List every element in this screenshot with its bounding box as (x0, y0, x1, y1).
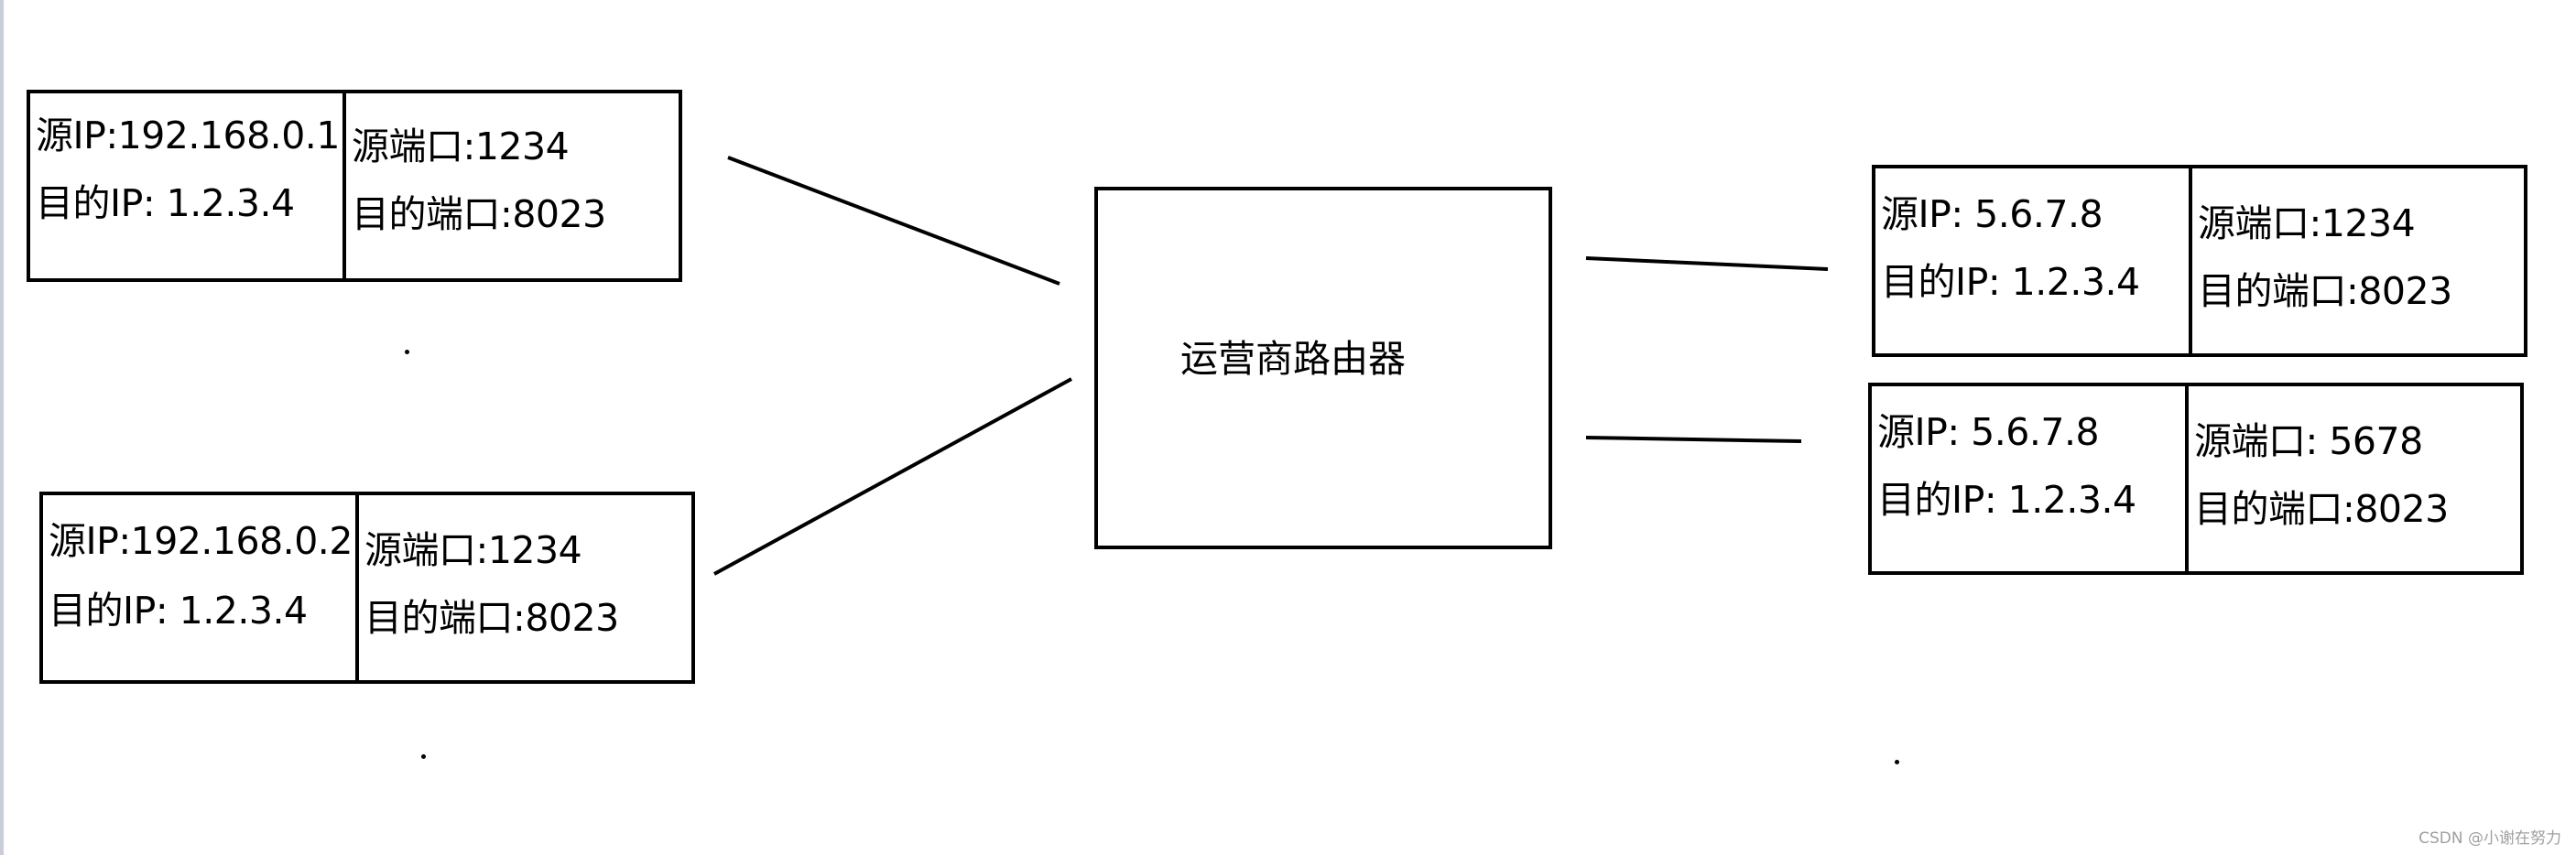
packet-host1: 源IP:192.168.0.1 目的IP: 1.2.3.4 源端口:1234 目… (27, 90, 682, 282)
watermark: CSDN @小谢在努力 (2418, 829, 2561, 848)
ip-cell: 源IP: 5.6.7.8 目的IP: 1.2.3.4 (1872, 386, 2185, 571)
dst-ip: 目的IP: 1.2.3.4 (1881, 260, 2140, 304)
dst-ip: 目的IP: 1.2.3.4 (49, 589, 308, 633)
src-port: 源端口:1234 (2198, 201, 2416, 245)
link-router-out2 (1585, 436, 1802, 443)
left-edge-bar (0, 0, 4, 855)
dst-ip: 目的IP: 1.2.3.4 (36, 181, 295, 225)
ip-cell: 源IP:192.168.0.2 目的IP: 1.2.3.4 (43, 495, 355, 680)
port-cell: 源端口: 5678 目的端口:8023 (2185, 386, 2520, 571)
link-host2-router (713, 377, 1072, 576)
src-ip: 源IP:192.168.0.2 (49, 519, 353, 563)
src-ip: 源IP:192.168.0.1 (36, 114, 340, 157)
dst-port: 目的端口:8023 (352, 192, 606, 236)
dot-3 (1895, 760, 1899, 764)
dot-2 (421, 754, 426, 759)
src-port: 源端口: 5678 (2194, 419, 2423, 463)
dst-port: 目的端口:8023 (2198, 269, 2452, 313)
link-host1-router (727, 156, 1060, 286)
link-router-out1 (1585, 256, 1829, 271)
port-cell: 源端口:1234 目的端口:8023 (2189, 168, 2524, 353)
router-label: 运营商路由器 (1180, 337, 1406, 381)
packet-translated-2: 源IP: 5.6.7.8 目的IP: 1.2.3.4 源端口: 5678 目的端… (1868, 383, 2524, 575)
ip-cell: 源IP: 5.6.7.8 目的IP: 1.2.3.4 (1875, 168, 2189, 353)
dot-1 (405, 350, 409, 354)
packet-host2: 源IP:192.168.0.2 目的IP: 1.2.3.4 源端口:1234 目… (39, 492, 695, 684)
packet-translated-1: 源IP: 5.6.7.8 目的IP: 1.2.3.4 源端口:1234 目的端口… (1872, 165, 2527, 357)
router-box: 运营商路由器 (1094, 187, 1552, 549)
dst-port: 目的端口:8023 (364, 596, 619, 640)
src-ip: 源IP: 5.6.7.8 (1881, 192, 2103, 236)
port-cell: 源端口:1234 目的端口:8023 (355, 495, 691, 680)
src-port: 源端口:1234 (364, 528, 582, 572)
src-port: 源端口:1234 (352, 124, 570, 168)
dst-ip: 目的IP: 1.2.3.4 (1877, 478, 2136, 522)
ip-cell: 源IP:192.168.0.1 目的IP: 1.2.3.4 (30, 93, 342, 278)
src-ip: 源IP: 5.6.7.8 (1877, 410, 2100, 454)
port-cell: 源端口:1234 目的端口:8023 (342, 93, 679, 278)
dst-port: 目的端口:8023 (2194, 487, 2449, 531)
